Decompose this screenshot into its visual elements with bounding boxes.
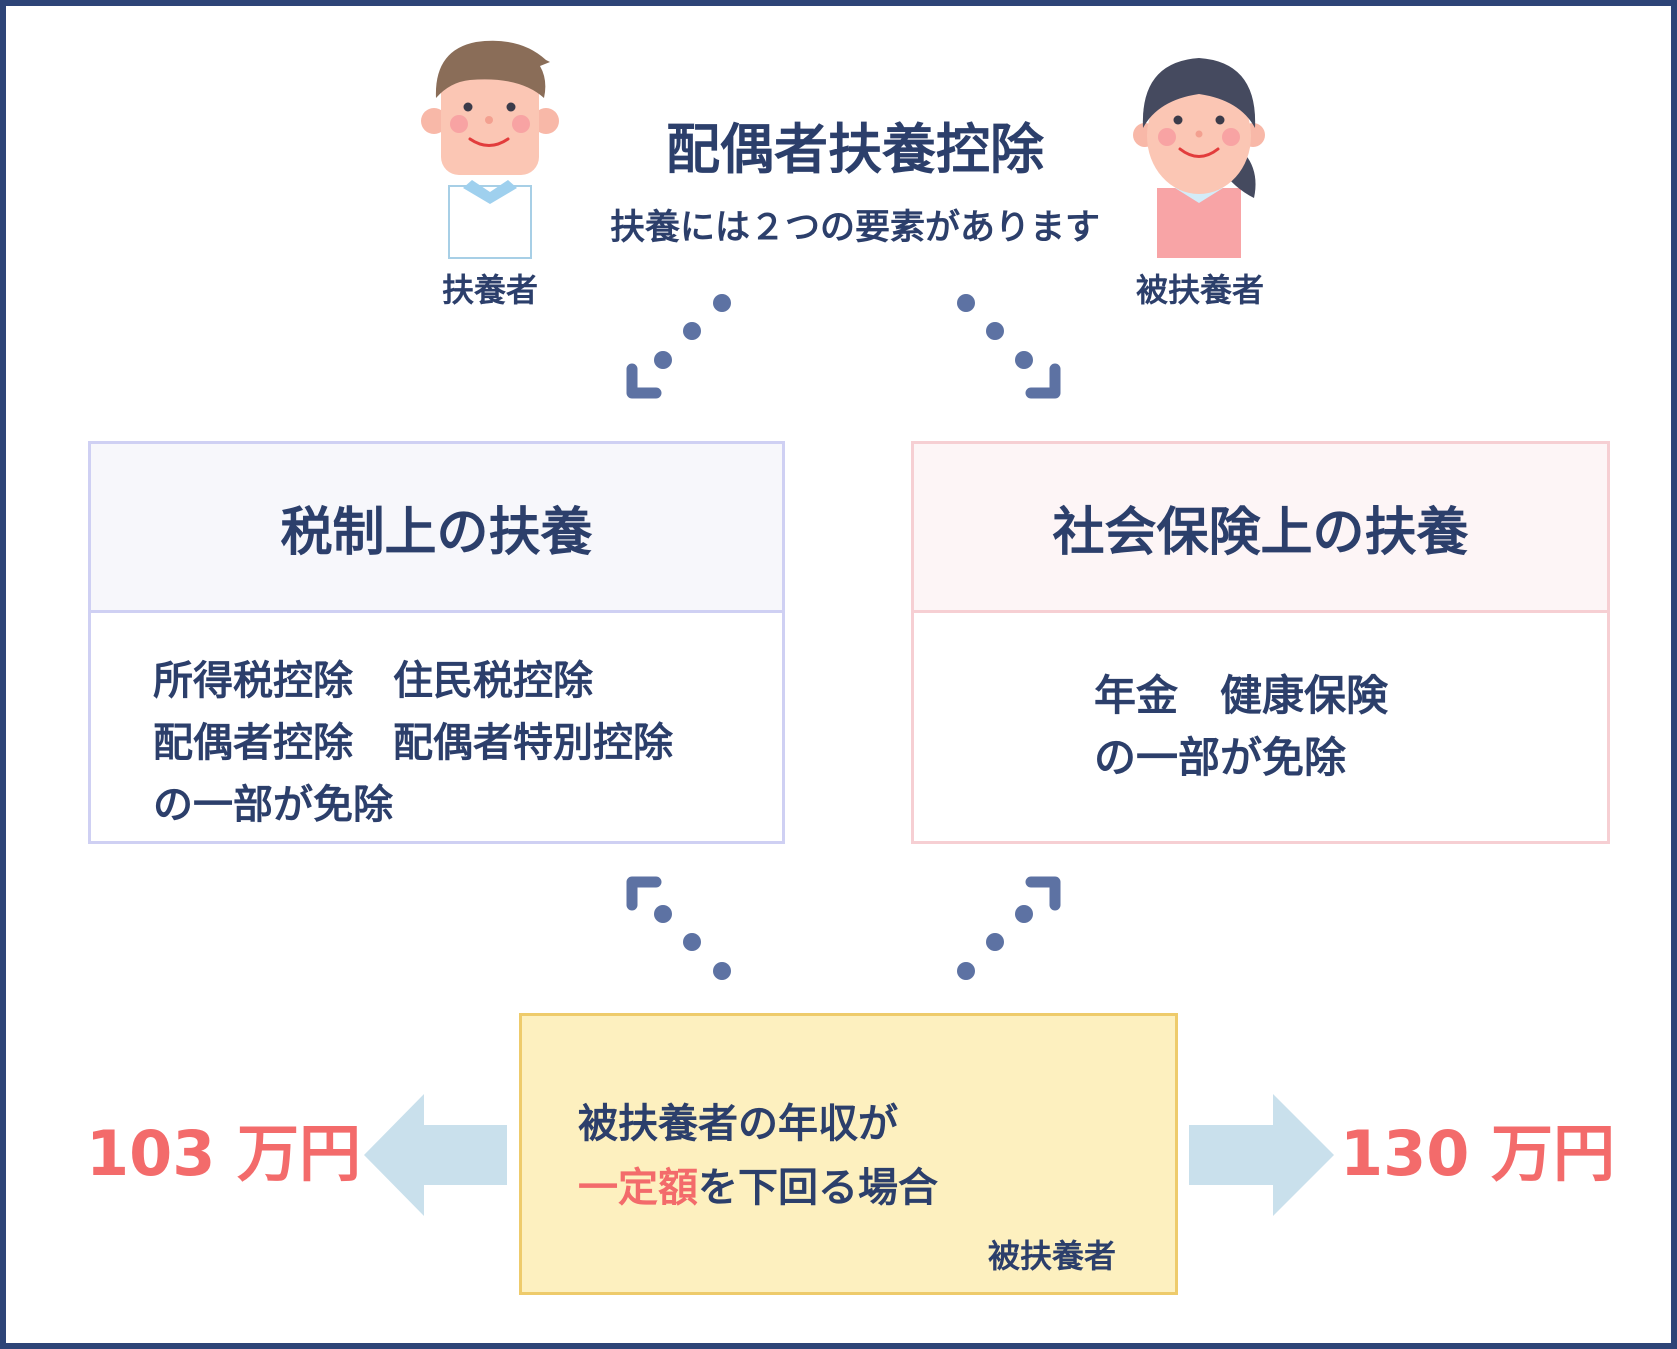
condition-line-1: 被扶養者の年収が — [578, 1101, 898, 1147]
tax-dependency-box: 税制上の扶養 所得税控除 住民税控除 配偶者控除 配偶者特別控除 の一部が免除 — [88, 441, 785, 844]
dependent-label: 被扶養者 — [1135, 271, 1264, 309]
tax-box-line-2: 配偶者控除 配偶者特別控除 — [153, 720, 673, 766]
social-box-line-2: の一部が免除 — [1094, 733, 1347, 782]
social-box-header: 社会保険上の扶養 — [914, 444, 1607, 613]
page-title: 配偶者扶養控除 — [666, 118, 1044, 181]
condition-person-label: 被扶養者 — [987, 1237, 1116, 1275]
social-insurance-box: 社会保険上の扶養 年金 健康保険 の一部が免除 — [911, 441, 1610, 844]
social-box-body: 年金 健康保険 の一部が免除 — [914, 613, 1607, 841]
left-arrow-icon — [364, 1094, 507, 1216]
dotted-arrow-bottom-left — [626, 876, 731, 980]
tax-box-header: 税制上の扶養 — [91, 444, 782, 613]
tax-box-line-3: の一部が免除 — [153, 782, 393, 828]
page-subtitle: 扶養には２つの要素があります — [609, 208, 1100, 248]
income-condition-box: 被扶養者の年収が 一定額を下回る場合 被扶養者 — [519, 1013, 1178, 1295]
condition-highlight: 一定額 — [578, 1165, 698, 1211]
dotted-arrow-top-left — [626, 294, 731, 399]
dotted-arrow-top-right — [957, 294, 1061, 399]
condition-line-2-rest: を下回る場合 — [698, 1165, 938, 1211]
social-box-title: 社会保険上の扶養 — [1052, 502, 1469, 563]
right-arrow-icon — [1189, 1094, 1334, 1216]
threshold-right: 130 万円 — [1340, 1117, 1616, 1190]
social-box-line-1: 年金 健康保険 — [1094, 671, 1389, 720]
threshold-left: 103 万円 — [86, 1117, 362, 1190]
tax-box-line-1: 所得税控除 住民税控除 — [153, 658, 593, 704]
supporter-label: 扶養者 — [441, 271, 538, 309]
dotted-arrow-bottom-right — [957, 876, 1061, 980]
condition-line-2: 一定額を下回る場合 — [578, 1160, 938, 1216]
tax-box-title: 税制上の扶養 — [280, 502, 593, 563]
tax-box-body: 所得税控除 住民税控除 配偶者控除 配偶者特別控除 の一部が免除 — [91, 613, 782, 841]
